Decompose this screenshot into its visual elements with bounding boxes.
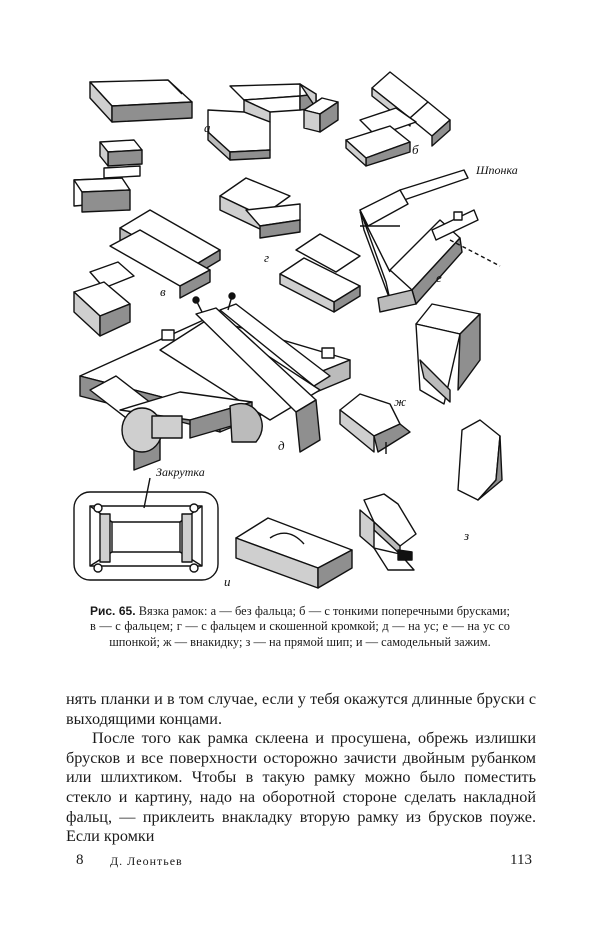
tenon-block-drawing bbox=[73, 165, 141, 213]
label-d: д bbox=[278, 438, 285, 453]
joint-d-drawing bbox=[79, 292, 351, 471]
caption-number: Рис. 65. bbox=[90, 604, 136, 618]
joint-zh-drawing bbox=[339, 303, 503, 501]
label-g: г bbox=[264, 250, 269, 265]
signature-number: 8 bbox=[76, 852, 84, 868]
body-text: нять планки и в том случае, если у тебя … bbox=[66, 690, 536, 847]
callout-clamp: Закрутка bbox=[156, 465, 205, 479]
label-z: з bbox=[463, 528, 469, 543]
joint-i-drawing bbox=[73, 477, 219, 581]
joint-b-drawing bbox=[345, 71, 451, 167]
label-v: в bbox=[160, 284, 166, 299]
joint-e-drawing bbox=[359, 169, 501, 313]
joint-z-drawing bbox=[359, 493, 417, 571]
author-name: Д. Леонтьев bbox=[110, 854, 183, 868]
joint-g-drawing bbox=[219, 177, 361, 313]
joint-v-drawing bbox=[73, 209, 221, 337]
label-a: а bbox=[204, 120, 211, 135]
label-i: и bbox=[224, 574, 231, 589]
joinery-figure: а б в г д е ж з и Шпонка Закрутка bbox=[73, 71, 518, 589]
page-number: 113 bbox=[510, 852, 532, 868]
label-e: е bbox=[436, 270, 442, 285]
paragraph-2: После того как рамка склеена и просушена… bbox=[66, 729, 536, 846]
caption-text: Вязка рамок: а — без фальца; б — с тонки… bbox=[90, 604, 510, 649]
loose-bar-drawing bbox=[99, 97, 339, 167]
joint-a-drawing bbox=[89, 79, 317, 161]
paragraph-1: нять планки и в том случае, если у тебя … bbox=[66, 690, 536, 728]
figure-caption: Рис. 65. Вязка рамок: а — без фальца; б … bbox=[90, 604, 510, 650]
page-footer: 8 Д. Леонтьев 113 bbox=[66, 852, 536, 872]
callout-key: Шпонка bbox=[475, 163, 518, 177]
label-zh: ж bbox=[394, 394, 406, 409]
label-b: б bbox=[412, 142, 419, 157]
notched-block-drawing bbox=[235, 517, 353, 589]
